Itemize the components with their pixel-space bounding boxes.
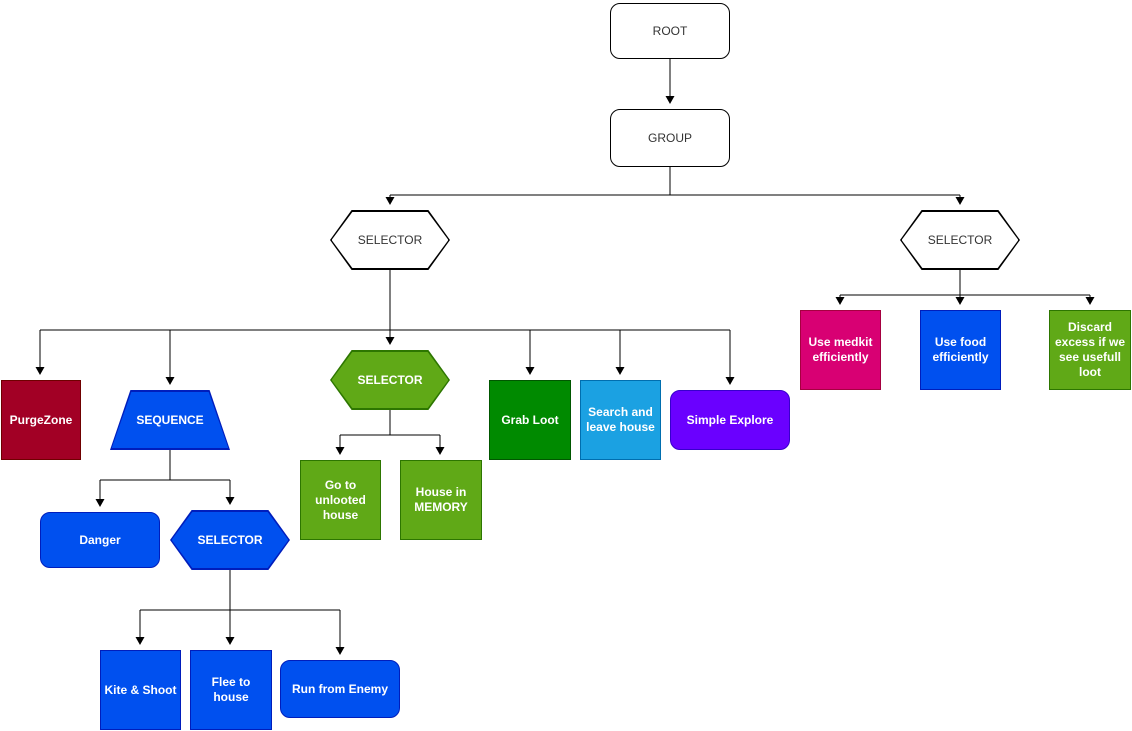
node-selector-left[interactable]: SELECTOR: [330, 210, 450, 270]
node-discard-excess[interactable]: Discard excess if we see usefull loot: [1049, 310, 1131, 390]
node-sequence-label: SEQUENCE: [136, 412, 204, 427]
node-selector-right-label: SELECTOR: [927, 232, 993, 247]
node-run-from-enemy[interactable]: Run from Enemy: [280, 660, 400, 718]
node-simple-explore-label: Simple Explore: [686, 412, 774, 427]
node-house-in-memory-label: House in MEMORY: [414, 485, 468, 514]
node-run-from-enemy-label: Run from Enemy: [291, 681, 388, 696]
node-group[interactable]: GROUP: [610, 109, 730, 167]
node-flee-to-house-label: Flee to house: [211, 675, 251, 704]
node-selector-blue-label: SELECTOR: [197, 532, 263, 547]
node-kite-and-shoot-label: Kite & Shoot: [104, 682, 177, 697]
node-selector-blue[interactable]: SELECTOR: [170, 510, 290, 570]
node-selector-green-label: SELECTOR: [357, 372, 423, 387]
node-kite-and-shoot[interactable]: Kite & Shoot: [100, 650, 181, 730]
node-simple-explore[interactable]: Simple Explore: [670, 390, 790, 450]
node-selector-right[interactable]: SELECTOR: [900, 210, 1020, 270]
node-use-food-label: Use food efficiently: [932, 335, 989, 364]
node-danger[interactable]: Danger: [40, 512, 160, 568]
node-go-unlooted-house[interactable]: Go to unlooted house: [300, 460, 381, 540]
node-go-unlooted-house-label: Go to unlooted house: [315, 477, 366, 522]
node-flee-to-house[interactable]: Flee to house: [190, 650, 272, 730]
node-use-medkit[interactable]: Use medkit efficiently: [800, 310, 881, 390]
node-house-in-memory[interactable]: House in MEMORY: [400, 460, 482, 540]
node-danger-label: Danger: [79, 532, 121, 547]
node-selector-left-label: SELECTOR: [357, 232, 423, 247]
node-group-label: GROUP: [647, 130, 692, 145]
node-root[interactable]: ROOT: [610, 3, 730, 59]
node-search-leave-house[interactable]: Search and leave house: [580, 380, 661, 460]
node-purgezone-label: PurgeZone: [9, 412, 73, 427]
node-grab-loot-label: Grab Loot: [501, 412, 559, 427]
node-grab-loot[interactable]: Grab Loot: [489, 380, 571, 460]
node-selector-green[interactable]: SELECTOR: [330, 350, 450, 410]
node-use-medkit-label: Use medkit efficiently: [808, 335, 873, 364]
node-discard-excess-label: Discard excess if we see usefull loot: [1054, 320, 1126, 379]
node-use-food[interactable]: Use food efficiently: [920, 310, 1001, 390]
node-root-label: ROOT: [652, 23, 688, 38]
node-sequence[interactable]: SEQUENCE: [110, 390, 230, 450]
node-search-leave-house-label: Search and leave house: [586, 405, 655, 434]
node-purgezone[interactable]: PurgeZone: [1, 380, 81, 460]
